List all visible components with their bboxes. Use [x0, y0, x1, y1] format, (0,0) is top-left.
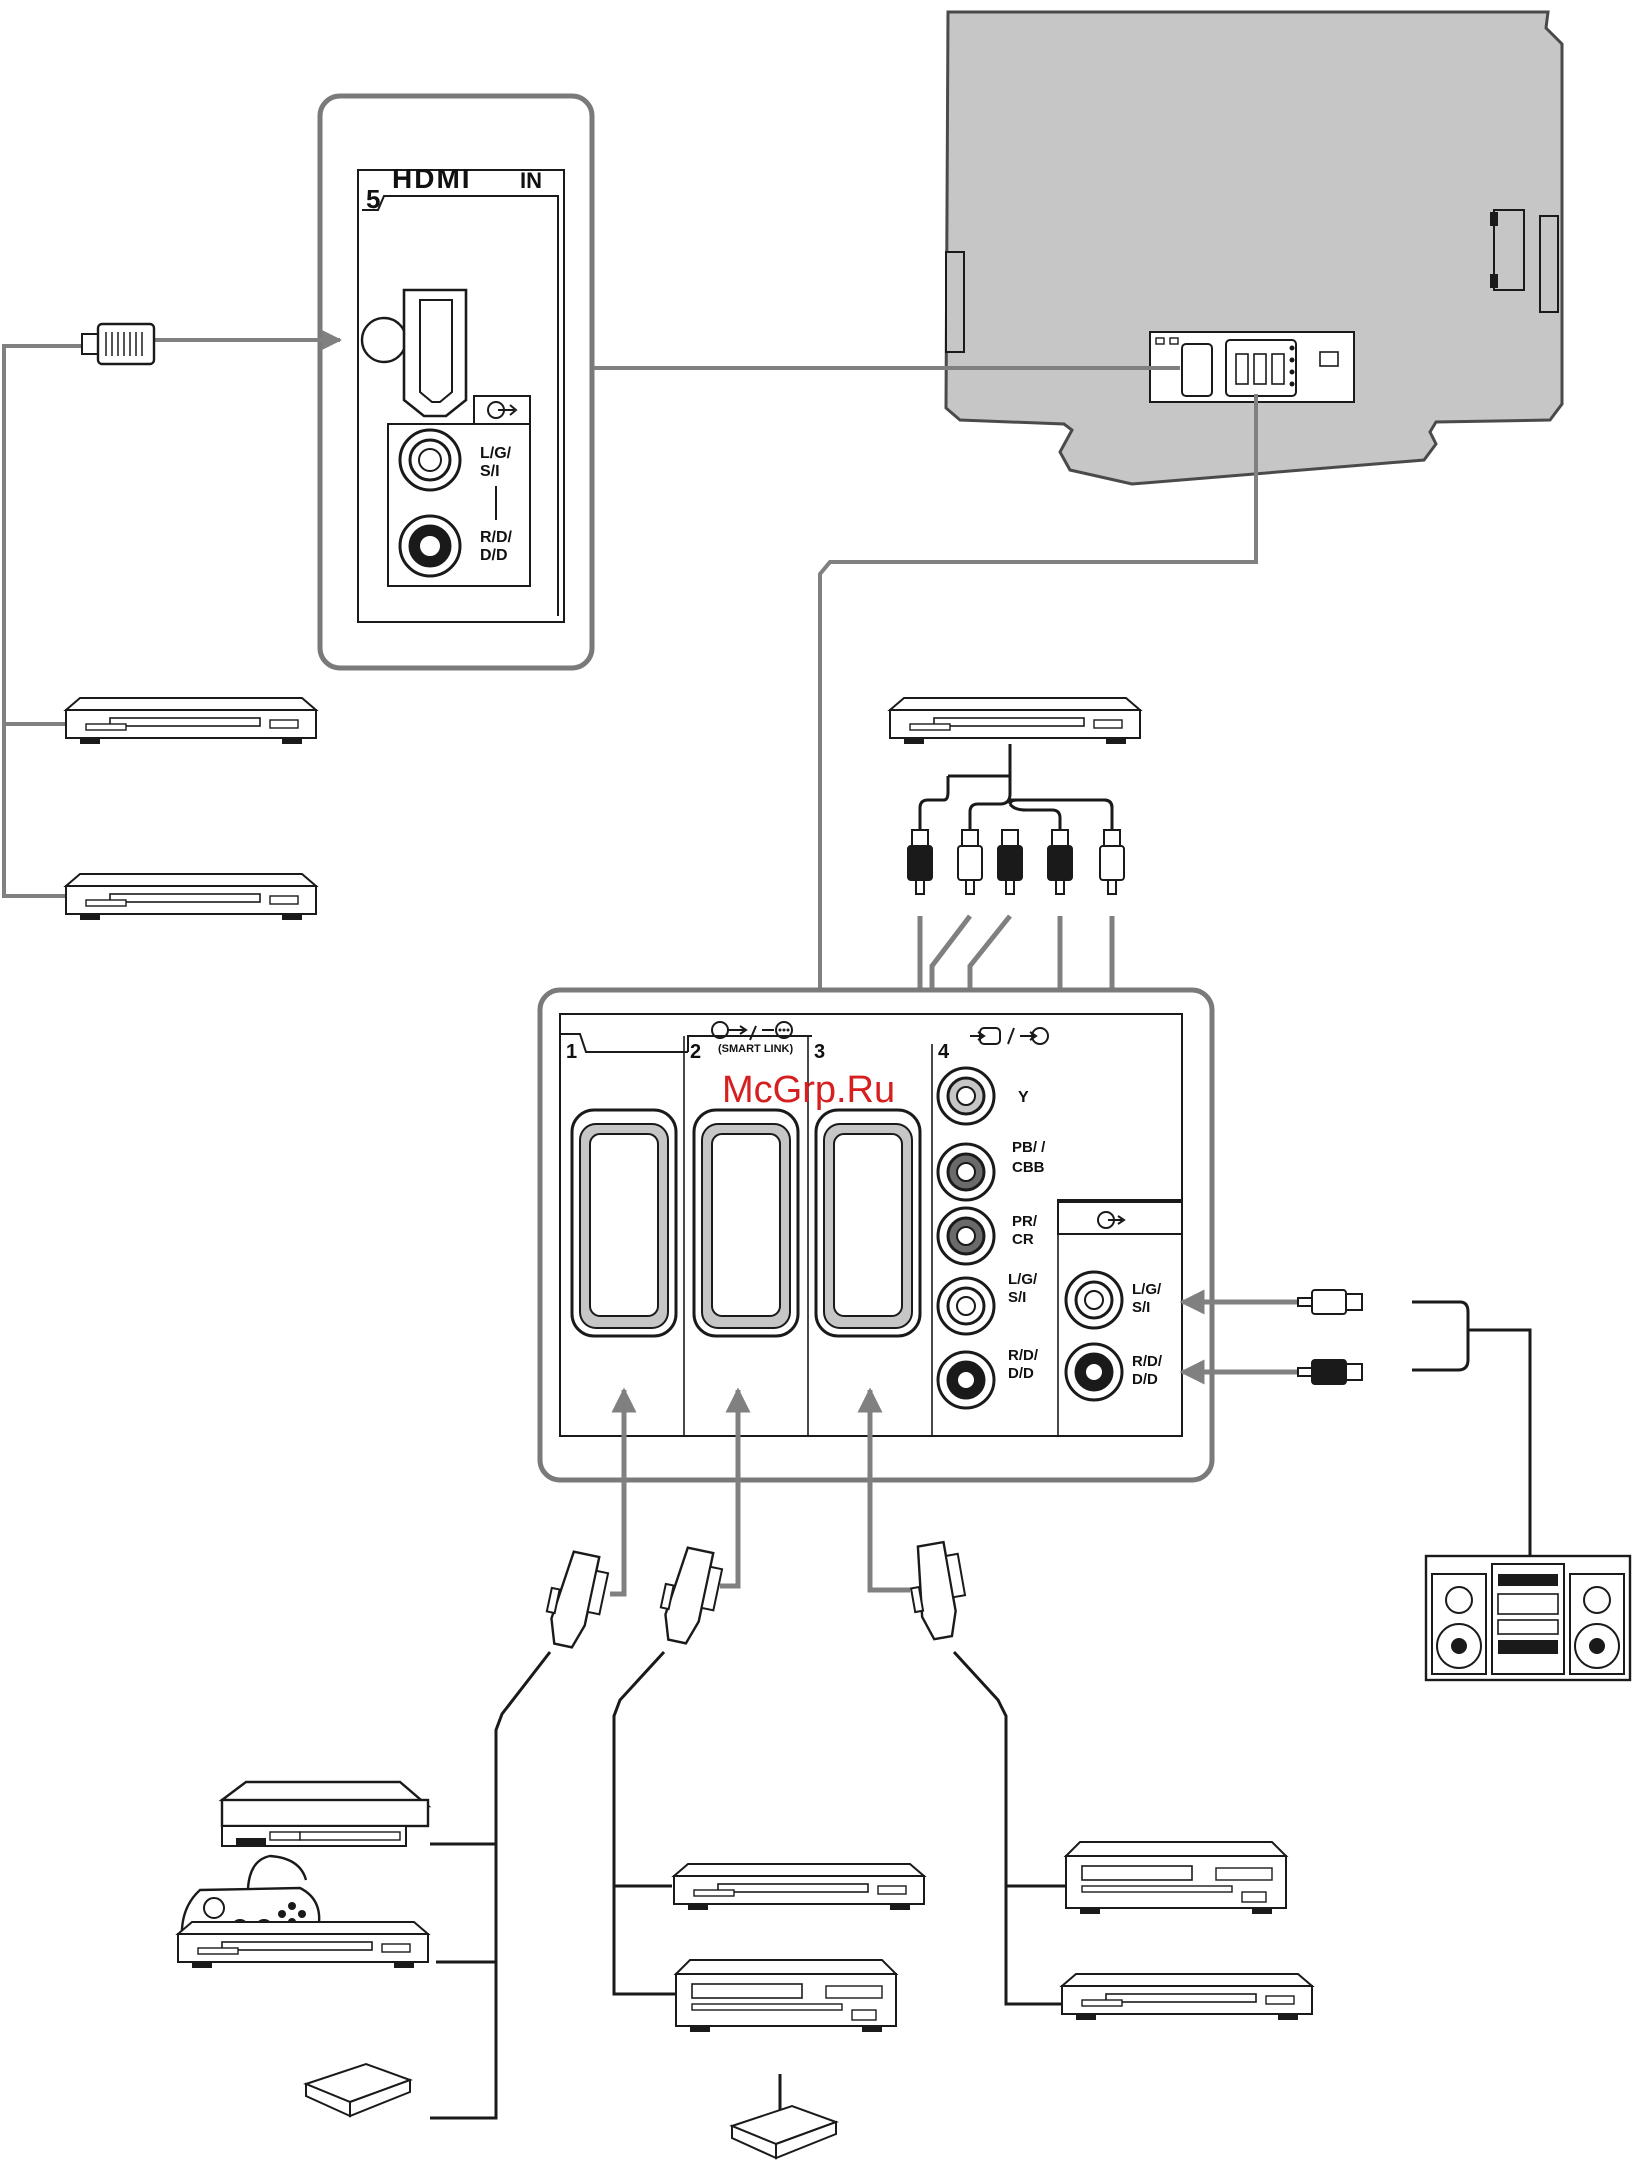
component-jack-pr[interactable]	[938, 1208, 994, 1264]
component-jack-audio-right[interactable]	[938, 1352, 994, 1408]
scart-1-wiring	[430, 1652, 550, 2118]
audio-out-jack-left[interactable]	[1066, 1272, 1122, 1328]
component-jack-y[interactable]	[938, 1068, 994, 1124]
tv-to-panel-link	[820, 394, 1256, 990]
hdmi-port-number: 5	[366, 184, 380, 214]
dvd-player-component-icon	[890, 698, 1140, 744]
hdmi-panel: 5 HDMI IN L/G/S/I R/D/D/D	[320, 96, 592, 668]
scart-port-3-label: 3	[814, 1041, 825, 1063]
scart-port-1-label: 1	[566, 1041, 577, 1063]
decoder-scart2-icon	[732, 2106, 836, 2158]
hdmi-audio-right-jack[interactable]	[400, 516, 460, 576]
scart-3-wiring	[954, 1652, 1066, 2004]
hdmi-plug-icon	[82, 324, 154, 364]
smart-link-label: (SMART LINK)	[718, 1043, 793, 1055]
component-label-y: Y	[1018, 1089, 1029, 1106]
scart-socket-2[interactable]	[694, 1110, 798, 1336]
hdmi-audio-left-jack[interactable]	[400, 430, 460, 490]
hdmi-logo: HDMI	[392, 163, 472, 194]
game-console-icon	[222, 1782, 428, 1846]
audio-out-jack-right[interactable]	[1066, 1344, 1122, 1400]
hdmi-cable	[4, 340, 340, 896]
dvd-player-scart3-icon	[1062, 1974, 1312, 2020]
scart-plug-3-icon	[904, 1540, 972, 1642]
scart-socket-3[interactable]	[816, 1110, 920, 1336]
component-jack-audio-left[interactable]	[938, 1278, 994, 1334]
rca-plugs	[908, 830, 1124, 894]
scart-socket-1[interactable]	[572, 1110, 676, 1336]
audio-out-cable	[1182, 1290, 1530, 1556]
scart-port-2-label: 2	[690, 1041, 701, 1063]
hdmi-in-label: IN	[520, 168, 542, 193]
hifi-system-icon	[1426, 1556, 1630, 1680]
dvd-player-scart2-icon	[674, 1864, 924, 1910]
dvd-player-hdmi-2-icon	[66, 874, 316, 920]
component-jack-pb[interactable]	[938, 1144, 994, 1200]
scart-plug-1-icon	[541, 1549, 611, 1652]
component-cable	[920, 744, 1114, 830]
dvd-player-hdmi-1-icon	[66, 698, 316, 744]
scart-plug-2-icon	[655, 1545, 725, 1648]
dvd-player-scart1-icon	[178, 1922, 428, 1968]
decoder-scart1-icon	[306, 2064, 410, 2116]
vcr-scart2-icon	[676, 1960, 896, 2032]
vcr-scart3-icon	[1066, 1842, 1286, 1914]
component-port-4-label: 4	[938, 1041, 950, 1063]
watermark: McGrp.Ru	[722, 1069, 895, 1111]
rear-panel: 1 2 3 4 (SMART LINK)	[540, 990, 1212, 1480]
